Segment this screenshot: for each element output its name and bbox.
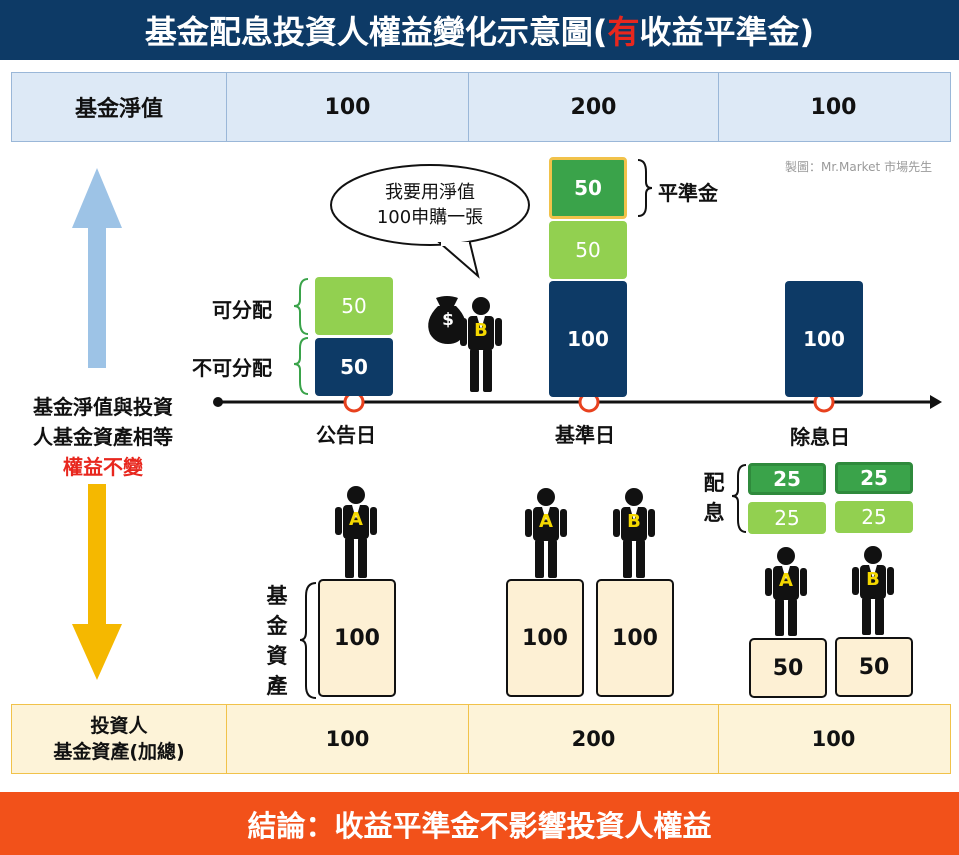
brace-non-distributable xyxy=(293,337,309,395)
timeline-arrowhead xyxy=(930,395,942,409)
label-fund-assets: 基 金 資 產 xyxy=(266,584,288,698)
investor-a-ex xyxy=(765,547,807,636)
brace-dividend xyxy=(731,464,747,533)
investor-b-label: B xyxy=(474,320,488,341)
speech-bubble xyxy=(330,164,530,246)
brace-distributable xyxy=(293,278,309,335)
nav-value-ex: 100 xyxy=(810,94,857,120)
investor-a-announce xyxy=(335,486,377,578)
left-note-line-3: 權益不變 xyxy=(63,455,143,479)
conclusion-banner: 結論：收益平準金不影響投資人權益 xyxy=(0,792,959,855)
asset-value-ex: 100 xyxy=(811,727,856,751)
speech-line-1: 我要用淨值 xyxy=(385,182,475,203)
nav-value-record: 200 xyxy=(469,73,719,141)
speech-bubble-text: 我要用淨值 100申購一張 xyxy=(335,180,525,230)
asset-box-record-b: 100 xyxy=(596,579,674,697)
up-arrow-icon xyxy=(72,168,122,368)
left-note-line-1: 基金淨值與投資 xyxy=(33,395,173,419)
nav-label: 基金淨值 xyxy=(12,73,227,141)
title-main: 基金配息投資人權益變化示意圖( xyxy=(144,13,608,51)
timeline-start-dot xyxy=(213,397,223,407)
down-arrow-icon xyxy=(72,484,122,680)
asset-table: 投資人 基金資產(加總) 100 200 100 xyxy=(11,704,951,774)
investor-b-ex xyxy=(852,546,894,635)
asset-value-record: 200 xyxy=(469,705,719,773)
speech-bubble-tail xyxy=(437,242,480,279)
investor-b-label: B xyxy=(627,511,641,532)
dividend-a-bottom: 25 xyxy=(748,502,826,534)
investor-b-label: B xyxy=(866,569,880,590)
asset-box-record-a: 100 xyxy=(506,579,584,697)
investor-a-label: A xyxy=(779,570,793,591)
date-ex: 除息日 xyxy=(790,425,850,449)
brace-equalization xyxy=(637,159,653,217)
block-record-distributable: 50 xyxy=(549,221,627,279)
left-note: 基金淨值與投資 人基金資產相等 權益不變 xyxy=(8,392,198,482)
nav-table: 基金淨值 100 200 100 xyxy=(11,72,951,142)
block-non-distributable: 50 xyxy=(315,338,393,396)
nav-value-announce: 100 xyxy=(227,73,469,141)
investor-b-record xyxy=(613,488,655,578)
investor-a-label: A xyxy=(349,509,363,530)
page-title: 基金配息投資人權益變化示意圖(有收益平準金) xyxy=(0,0,959,60)
investor-b-announce xyxy=(460,297,502,392)
dividend-b-top: 25 xyxy=(835,462,913,494)
asset-box-ex-a: 50 xyxy=(749,638,827,698)
block-distributable: 50 xyxy=(315,277,393,335)
asset-table-label: 投資人 基金資產(加總) xyxy=(12,705,227,773)
dividend-a-top: 25 xyxy=(748,463,826,495)
money-symbol: $ xyxy=(442,310,454,330)
date-record: 基準日 xyxy=(555,423,615,447)
date-announce: 公告日 xyxy=(316,423,376,447)
dividend-b-bottom: 25 xyxy=(835,501,913,533)
asset-box-announce-a: 100 xyxy=(318,579,396,697)
label-distributable: 可分配 xyxy=(212,298,272,322)
brace-asset xyxy=(299,582,317,699)
left-note-line-2: 人基金資產相等 xyxy=(33,425,173,449)
money-bag-icon xyxy=(428,296,466,344)
title-suffix: 收益平準金) xyxy=(639,13,815,51)
asset-box-ex-b: 50 xyxy=(835,637,913,697)
label-dividend: 配 息 xyxy=(703,471,725,525)
label-non-distributable: 不可分配 xyxy=(192,356,272,380)
asset-value-announce: 100 xyxy=(227,705,469,773)
speech-line-2: 100申購一張 xyxy=(376,207,484,228)
block-record-base: 100 xyxy=(549,281,627,397)
label-equalization: 平準金 xyxy=(658,181,718,205)
investor-a-record xyxy=(525,488,567,578)
asset-label-line-2: 基金資產(加總) xyxy=(53,741,185,763)
block-equalization: 50 xyxy=(549,157,627,219)
asset-label-line-1: 投資人 xyxy=(90,715,148,737)
investor-a-label: A xyxy=(539,511,553,532)
credit: 製圖：Mr.Market 市場先生 xyxy=(785,160,933,174)
title-highlight: 有 xyxy=(607,13,640,51)
block-ex-base: 100 xyxy=(785,281,863,397)
